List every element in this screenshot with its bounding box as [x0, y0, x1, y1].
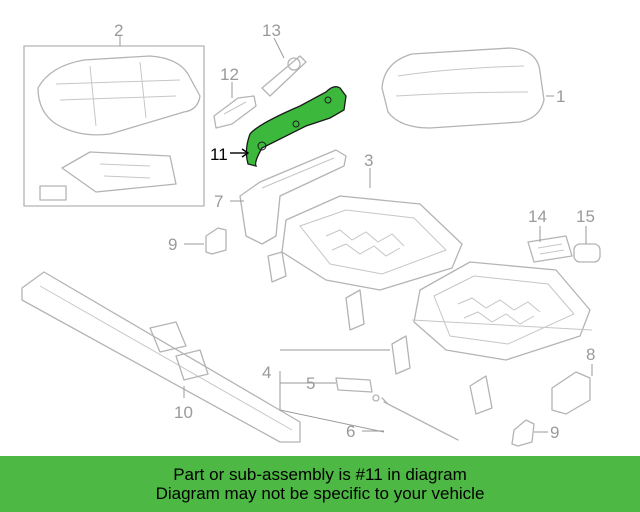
- part-3-seat-frame[interactable]: [267, 195, 463, 331]
- callout-11[interactable]: 11: [210, 145, 228, 164]
- callout-5[interactable]: 5: [306, 374, 315, 393]
- part-6-cable[interactable]: [381, 397, 459, 441]
- callout-9-lower[interactable]: 9: [550, 423, 559, 442]
- leader-lines: [119, 36, 593, 433]
- callout-3[interactable]: 3: [364, 151, 373, 170]
- callout-9-upper[interactable]: 9: [168, 235, 177, 254]
- part-12-cover[interactable]: [213, 95, 257, 129]
- part-5-motor[interactable]: [335, 377, 380, 402]
- part-15-knob[interactable]: [573, 243, 601, 263]
- callout-7[interactable]: 7: [214, 192, 223, 211]
- part-1-seat-cushion[interactable]: [381, 47, 545, 129]
- info-banner: Part or sub-assembly is #11 in diagram D…: [0, 456, 640, 512]
- banner-line-disclaimer: Diagram may not be specific to your vehi…: [155, 484, 485, 503]
- callout-1[interactable]: 1: [556, 87, 565, 106]
- callout-2[interactable]: 2: [114, 21, 123, 40]
- callout-6[interactable]: 6: [346, 422, 355, 441]
- part-seat-track-frame[interactable]: [391, 261, 593, 415]
- callout-14[interactable]: 14: [528, 207, 547, 226]
- callout-15[interactable]: 15: [576, 207, 595, 226]
- callout-12[interactable]: 12: [220, 65, 239, 84]
- part-11-body: [245, 86, 347, 167]
- part-2-cushion-kit-box[interactable]: [23, 45, 205, 207]
- part-13-lever[interactable]: [261, 55, 307, 97]
- callout-8[interactable]: 8: [586, 345, 595, 364]
- part-10-cross-member[interactable]: [21, 271, 301, 443]
- banner-line-part-info: Part or sub-assembly is #11 in diagram: [173, 465, 467, 484]
- callout-13[interactable]: 13: [262, 21, 281, 40]
- part-14-switch[interactable]: [527, 235, 573, 263]
- callout-4[interactable]: 4: [262, 363, 271, 382]
- part-11-highlighted-bracket[interactable]: [245, 86, 347, 167]
- part-9-clip-lower[interactable]: [511, 419, 535, 447]
- parts-diagram: 2 13 12 11 1 3 7 9 14 15 4 5 6 10 8 9: [21, 21, 601, 447]
- callout-10[interactable]: 10: [174, 403, 193, 422]
- part-7-rail-cover[interactable]: [239, 149, 347, 245]
- part-8-bracket[interactable]: [551, 371, 591, 415]
- part-9-clip-upper[interactable]: [205, 227, 227, 255]
- callout-labels: 2 13 12 11 1 3 7 9 14 15 4 5 6 10 8 9: [114, 21, 595, 442]
